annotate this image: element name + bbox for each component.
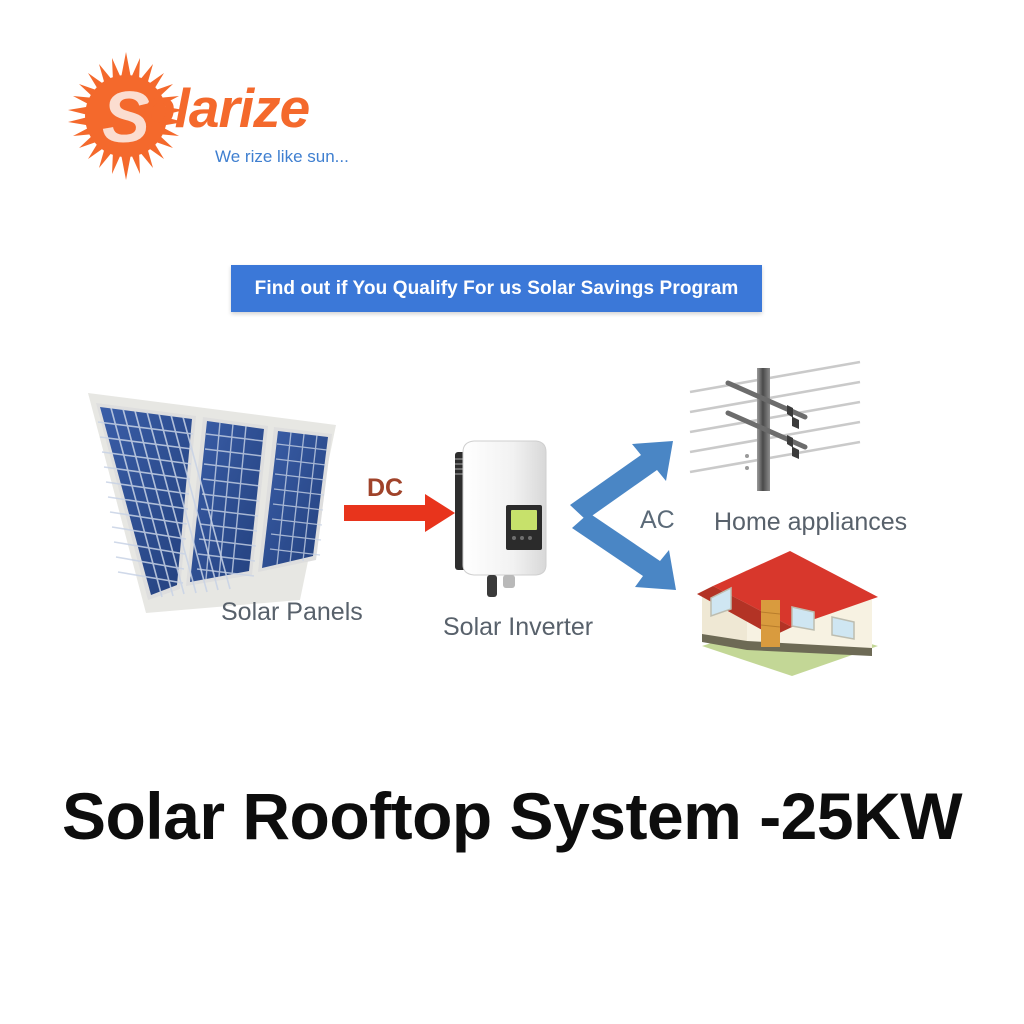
house-icon (697, 551, 878, 676)
solar-inverter (455, 440, 547, 597)
label-ac-flow: AC (640, 506, 675, 534)
banner-label: Find out if You Qualify For us Solar Sav… (254, 277, 739, 299)
label-home-appliances: Home appliances (714, 508, 908, 536)
brand-logo: S olarize We rize like sun... (60, 50, 390, 185)
utility-pole-icon (689, 360, 861, 491)
logo-tagline: We rize like sun... (215, 147, 349, 166)
label-dc-flow: DC (367, 474, 404, 502)
label-solar-inverter: Solar Inverter (443, 613, 594, 641)
svg-text:S: S (102, 78, 150, 158)
logo-wordmark: olarize (142, 77, 310, 139)
solar-savings-banner[interactable]: Find out if You Qualify For us Solar Sav… (231, 265, 762, 312)
label-solar-panels: Solar Panels (221, 598, 363, 626)
sunburst-icon: S (68, 52, 184, 180)
solar-panel-array (88, 393, 336, 613)
page-title: Solar Rooftop System -25KW (61, 779, 963, 853)
